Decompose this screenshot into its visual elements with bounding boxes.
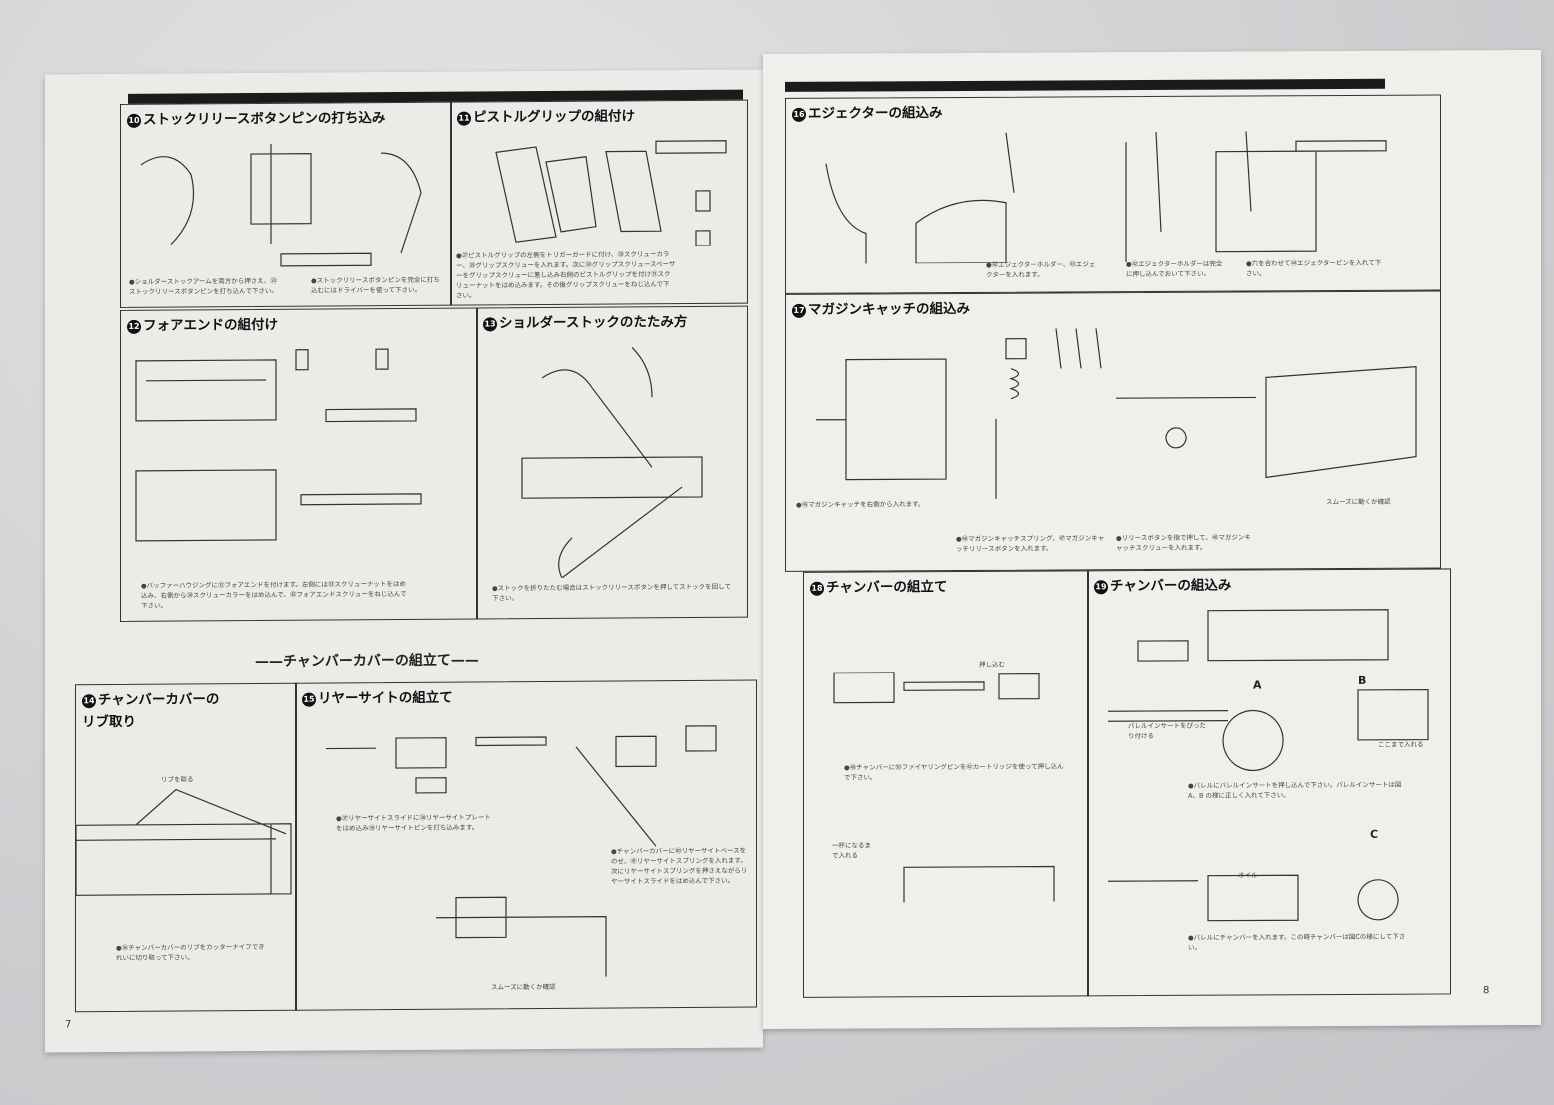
caption: ●㊷エジェクターホルダー、㊸エジェクターを入れます。 — [986, 260, 1096, 279]
section-title-text: チャンバーカバーの組立て — [283, 652, 451, 670]
caption: オイル — [1238, 871, 1258, 880]
caption: ●バッファーハウジングに㉜フォアエンドを付けます。左側には㉝スクリューナットをは… — [141, 579, 407, 610]
grip-illustration — [495, 140, 727, 247]
caption: ●㊲リヤーサイトスライドに㊳リヤーサイトプレートをはめ込み㊴リヤーサイトピンを打… — [336, 813, 491, 833]
step-number: 12 — [127, 319, 141, 334]
panel-title: ピストルグリップの組付け — [473, 108, 635, 126]
step-number: 17 — [792, 303, 806, 318]
caption: ●ストックリリースボタンピンを完全に打ち込むにはドライバーを使って下さい。 — [311, 275, 440, 295]
panel-title: チャンバーの組立て — [826, 579, 948, 596]
caption: ●㊾チャンバーに㊿ファイヤリングピンを㊷カートリッジを使って押し込んで下さい。 — [844, 762, 1064, 782]
panel-title: マガジンキャッチの組込み — [808, 300, 970, 318]
caption: ●リリースボタンを指で押して、㊽マガジンキャッチスクリューを入れます。 — [1116, 533, 1251, 553]
step-number: 14 — [82, 694, 96, 709]
caption: ●㊺マガジンキャッチを右側から入れます。 — [796, 500, 925, 509]
barrel-illustration — [1108, 609, 1429, 922]
step-number: 10 — [127, 113, 141, 128]
figure-label-c: C — [1370, 827, 1379, 841]
caption: スムーズに動くか確認 — [1326, 497, 1391, 507]
ejector-illustration — [825, 131, 1387, 264]
caption: ●ショルダーストックアームを両方から押さえ、㉓ストックリリースボタンピンを打ち込… — [129, 276, 278, 296]
panel-title: チャンバーの組込み — [1110, 577, 1232, 595]
step-number: 13 — [483, 317, 497, 332]
panel-title: チャンバーカバーの リブ取り — [82, 691, 220, 731]
panel-title: ショルダーストックのたたみ方 — [499, 314, 688, 332]
section-title: ——チャンバーカバーの組立て—— — [255, 652, 479, 671]
caption: ●ストックを折りたたむ場合はストックリリースボタンを押してストックを回して下さい… — [492, 582, 731, 603]
caption: ●穴を合わせて㊹エジェクターピンを入れて下さい。 — [1246, 258, 1382, 278]
caption: ●バレルにチャンバーを入れます。この時チャンバーは図Cの様にして下さい。 — [1188, 932, 1406, 952]
callout-label: リブを取る — [161, 775, 194, 784]
caption: ●チャンバーカバーに㊵リヤーサイトベースをのせ、㊶リヤーサイトスプリングを入れま… — [611, 846, 748, 886]
caption: ●㊱チャンバーカバーのリブをカッターナイフできれいに切り取って下さい。 — [116, 942, 265, 963]
caption: ●㉗ピストルグリップの左側をトリガーガードに付け、㉘スクリューカラー、㉙グリップ… — [456, 250, 676, 300]
chamber-illustration — [833, 671, 1055, 903]
panel-title: エジェクターの組込み — [808, 105, 943, 122]
step-number: 19 — [1094, 580, 1108, 595]
step-number: 16 — [792, 107, 806, 122]
forend-illustration — [135, 348, 422, 542]
page-number: 8 — [1483, 985, 1490, 997]
magazine-catch-illustration — [816, 328, 1417, 499]
panel-title: フォアエンドの組付け — [143, 316, 278, 334]
stock-illustration — [140, 143, 422, 267]
step-number: 15 — [302, 692, 316, 707]
callout-label: 押し込む — [979, 660, 1005, 669]
caption: 一杯になるまで入れる — [832, 841, 871, 860]
chamber-cover-illustration — [76, 788, 292, 896]
step-number: 11 — [457, 111, 471, 126]
figure-label-b: B — [1358, 673, 1367, 687]
caption: ●㊻マガジンキャッチスプリング、㊼マガジンキャッチリリースボタンを入れます。 — [956, 534, 1105, 554]
caption: バレルインサートをぴったり付ける — [1128, 721, 1206, 741]
caption: ●バレルにバレルインサートを押し込んで下さい。バレルインサートは図A、B の様に… — [1188, 780, 1402, 800]
caption: スムーズに動くか確認 — [491, 982, 556, 992]
figure-label-a: A — [1253, 678, 1262, 692]
panel-title: リヤーサイトの組立て — [318, 689, 453, 707]
header-bar — [785, 78, 1385, 92]
caption: ●㊷エジェクターホルダーは完全に押し込んでおいて下さい。 — [1126, 259, 1223, 279]
caption: ここまで入れる — [1378, 740, 1424, 749]
stock-fold-illustration — [521, 346, 703, 579]
step-number: 18 — [810, 581, 824, 596]
rear-sight-illustration — [326, 725, 717, 977]
page-number: 7 — [65, 1019, 72, 1031]
panel-title: ストックリリースボタンピンの打ち込み — [143, 110, 386, 128]
